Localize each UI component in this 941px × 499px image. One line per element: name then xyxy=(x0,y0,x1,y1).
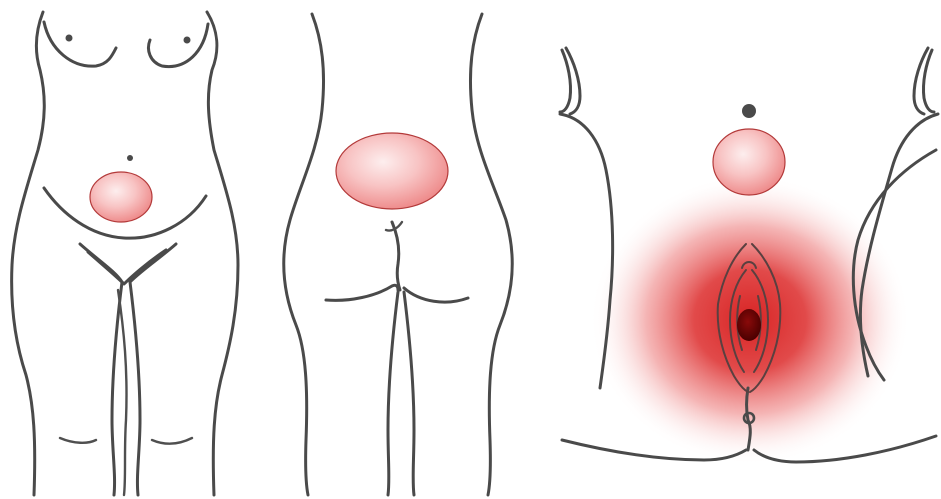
back-left-body-outline xyxy=(284,14,324,495)
front-right-body-outline xyxy=(207,12,238,495)
front-navel xyxy=(127,155,133,161)
perineal-suprapubic-pain-area xyxy=(713,129,785,195)
front-body-figure xyxy=(12,12,238,495)
perineal-right-leg-inner xyxy=(923,50,934,112)
back-right-inner-leg xyxy=(404,292,414,495)
front-left-breast xyxy=(44,22,116,66)
front-right-breast xyxy=(149,24,209,67)
back-left-buttock-fold xyxy=(326,285,398,300)
front-left-nipple xyxy=(66,35,73,42)
front-right-groin xyxy=(130,244,176,282)
front-right-inner-leg xyxy=(130,282,140,495)
perineal-left-leg-inner xyxy=(560,50,571,112)
back-gluteal-cleft xyxy=(392,222,400,290)
front-right-nipple xyxy=(184,37,191,44)
back-pain-area xyxy=(336,133,448,209)
front-right-knee xyxy=(152,438,192,444)
front-pain-area xyxy=(90,172,152,222)
perineal-navel xyxy=(742,104,756,118)
back-left-inner-leg xyxy=(388,292,398,495)
front-left-body-outline xyxy=(12,12,45,495)
back-right-buttock-fold xyxy=(404,288,468,302)
back-right-body-outline xyxy=(470,14,512,495)
perineal-focal-pain-point xyxy=(737,309,761,341)
front-pubic-v xyxy=(88,250,166,284)
front-left-knee xyxy=(60,438,96,443)
front-inner-thigh-cross xyxy=(118,290,127,495)
back-body-figure xyxy=(284,14,513,495)
perineal-left-thigh-outline xyxy=(560,114,613,388)
